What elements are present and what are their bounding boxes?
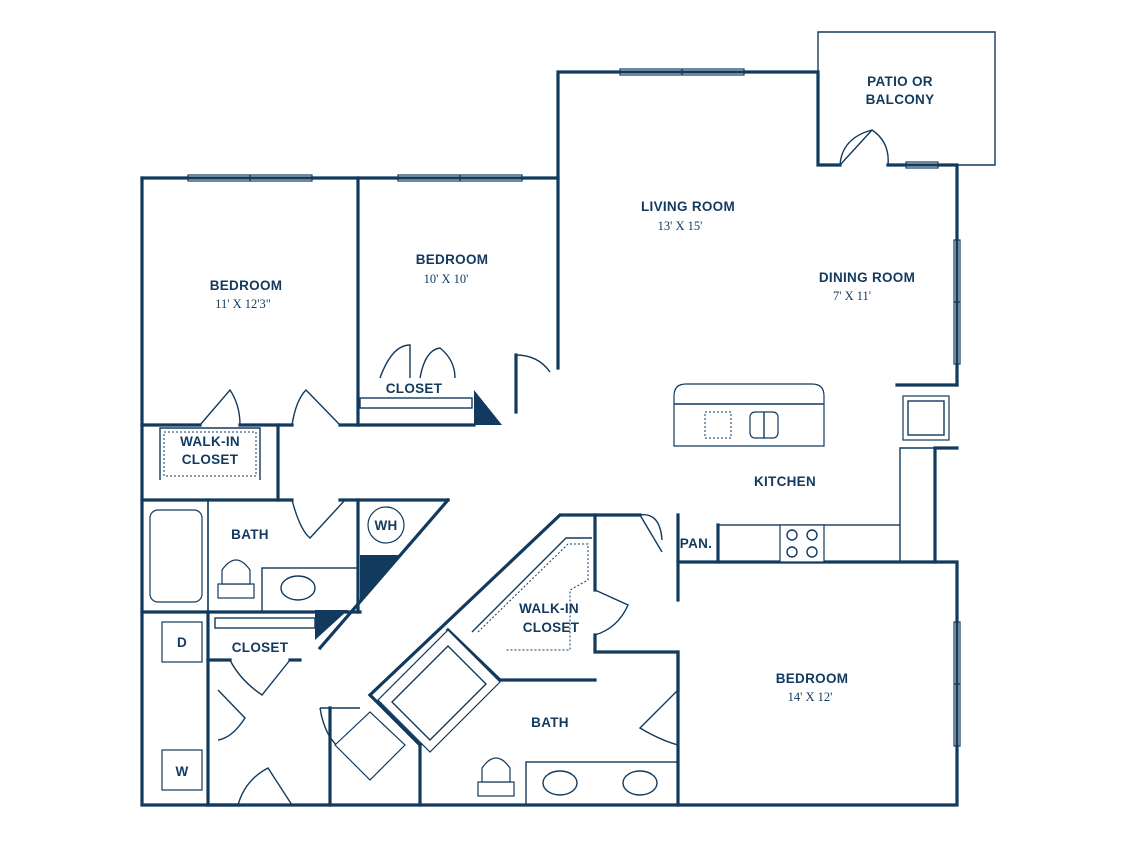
patio-area bbox=[817, 31, 996, 166]
dryer-label: D bbox=[177, 635, 187, 650]
laundry bbox=[161, 621, 203, 791]
living-room-label: LIVING ROOM bbox=[641, 199, 735, 214]
closet2-label: CLOSET bbox=[232, 640, 289, 655]
patio-label-line1: PATIO OR bbox=[867, 74, 933, 89]
windows bbox=[187, 68, 961, 747]
bedroom3-label: BEDROOM bbox=[776, 671, 849, 686]
kitchen-label: KITCHEN bbox=[754, 474, 816, 489]
bath2-fixtures bbox=[334, 629, 679, 806]
bedroom2-dims: 10' X 10' bbox=[424, 272, 469, 286]
walkin1-label-line2: CLOSET bbox=[182, 452, 239, 467]
interior-walls bbox=[140, 176, 937, 807]
exterior-walls bbox=[140, 70, 959, 807]
bath1-label: BATH bbox=[231, 527, 269, 542]
door-swings bbox=[199, 129, 889, 806]
water-heater bbox=[367, 506, 405, 544]
bedroom2-label: BEDROOM bbox=[416, 252, 489, 267]
bath1-fixtures bbox=[141, 499, 359, 613]
bedroom1-label: BEDROOM bbox=[210, 278, 283, 293]
refrigerator bbox=[895, 383, 959, 441]
bath2-label: BATH bbox=[531, 715, 569, 730]
closet-shelves bbox=[159, 397, 592, 651]
dining-room-dims: 7' X 11' bbox=[833, 289, 871, 303]
solid-chases bbox=[315, 390, 502, 640]
walkin1-label-line1: WALK-IN bbox=[180, 434, 240, 449]
bedroom1-dims: 11' X 12'3" bbox=[215, 297, 271, 311]
pantry-label: PAN. bbox=[680, 536, 712, 551]
water-heater-label: WH bbox=[374, 518, 397, 533]
kitchen-island bbox=[673, 383, 825, 447]
washer-label: W bbox=[175, 764, 188, 779]
kitchen-counter bbox=[717, 447, 935, 563]
bedroom3-dims: 14' X 12' bbox=[788, 690, 833, 704]
living-room-dims: 13' X 15' bbox=[658, 219, 703, 233]
walkin2-label-line2: CLOSET bbox=[523, 620, 580, 635]
dining-room-label: DINING ROOM bbox=[819, 270, 915, 285]
patio-label-line2: BALCONY bbox=[866, 92, 935, 107]
room-labels: PATIO OR BALCONY LIVING ROOM 13' X 15' D… bbox=[175, 74, 934, 779]
walkin2-label-line1: WALK-IN bbox=[519, 601, 579, 616]
closet1-label: CLOSET bbox=[386, 381, 443, 396]
